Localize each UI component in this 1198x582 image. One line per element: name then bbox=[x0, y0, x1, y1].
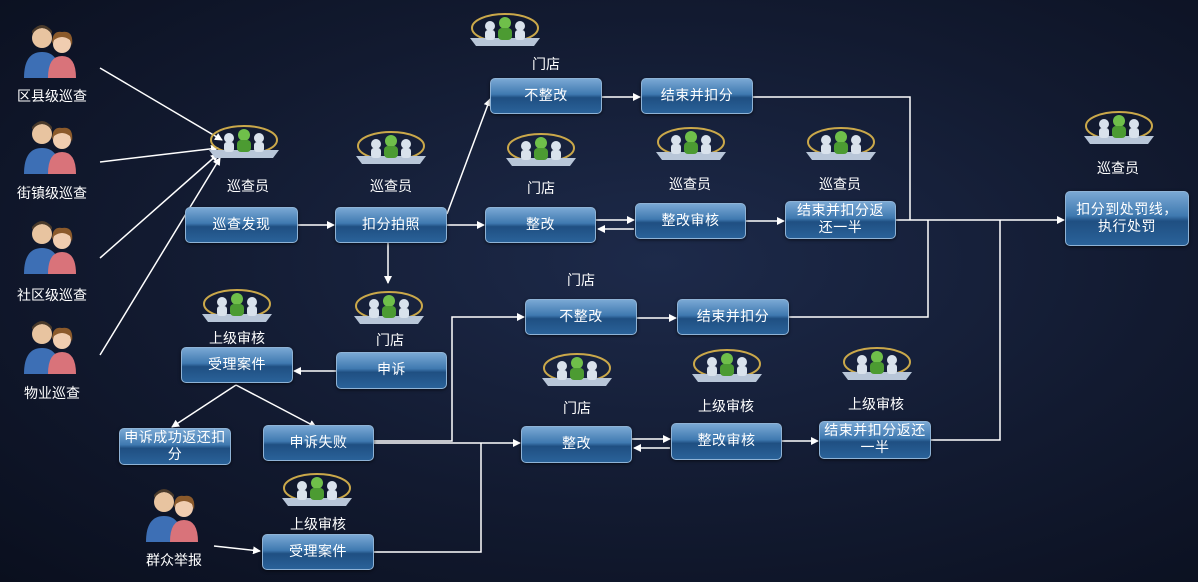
role-label-inspector-3: 巡查员 bbox=[669, 177, 711, 193]
line-end2-to-collector bbox=[789, 220, 929, 318]
line-accept2-to-fix2 bbox=[374, 443, 482, 553]
store-group-icon bbox=[466, 10, 544, 50]
node-appeal[interactable]: 申诉 bbox=[336, 352, 447, 389]
role-label-superior-3: 上级审核 bbox=[848, 397, 904, 413]
line-end1-to-collector bbox=[753, 96, 911, 220]
role-label-inspector-5: 巡查员 bbox=[1097, 161, 1139, 177]
source-label-district: 区县级巡查 bbox=[17, 89, 87, 105]
inspector-group-icon bbox=[652, 124, 730, 164]
inspector-group-icon bbox=[352, 128, 430, 168]
node-accept-case-1[interactable]: 受理案件 bbox=[181, 347, 293, 383]
store-group-icon bbox=[538, 350, 616, 390]
line-half2-to-collector bbox=[931, 220, 1001, 441]
people-icon bbox=[18, 118, 84, 176]
role-label-superior-2: 上级审核 bbox=[698, 399, 754, 415]
superior-group-icon bbox=[278, 470, 356, 510]
people-icon bbox=[18, 218, 84, 276]
arrow-fail-to-nofix2 bbox=[374, 313, 525, 442]
arrow-community-to-inspector bbox=[99, 153, 219, 259]
inspector-group-icon bbox=[205, 122, 283, 162]
source-label-street: 街镇级巡查 bbox=[17, 186, 87, 202]
node-appeal-fail[interactable]: 申诉失败 bbox=[263, 425, 374, 461]
arrow-public-to-accept2 bbox=[213, 545, 261, 555]
source-label-property: 物业巡查 bbox=[24, 386, 80, 402]
node-no-fix-1[interactable]: 不整改 bbox=[490, 78, 602, 114]
role-label-store-4: 门店 bbox=[567, 273, 595, 289]
arrow-district-to-inspector bbox=[99, 67, 223, 141]
node-appeal-success[interactable]: 申诉成功返还扣分 bbox=[119, 428, 231, 465]
arrow-accept1-to-fail bbox=[235, 384, 317, 428]
arrow-street-to-inspector bbox=[99, 144, 219, 163]
role-label-superior-1: 上级审核 bbox=[209, 331, 265, 347]
role-label-inspector-1: 巡查员 bbox=[227, 179, 269, 195]
node-fix-2[interactable]: 整改 bbox=[521, 426, 632, 463]
node-penalty[interactable]: 扣分到处罚线，执行处罚 bbox=[1065, 191, 1189, 246]
node-deduct-photo[interactable]: 扣分拍照 bbox=[335, 207, 447, 243]
node-fix-review-1[interactable]: 整改审核 bbox=[635, 203, 746, 239]
role-label-store-2: 门店 bbox=[527, 181, 555, 197]
node-end-half-1[interactable]: 结束并扣分返还一半 bbox=[785, 201, 896, 239]
source-label-public-report: 群众举报 bbox=[146, 553, 202, 569]
inspector-group-icon bbox=[1080, 108, 1158, 148]
store-group-icon bbox=[350, 288, 428, 328]
node-accept-case-2[interactable]: 受理案件 bbox=[262, 534, 374, 570]
node-fix-review-2[interactable]: 整改审核 bbox=[671, 423, 782, 460]
arrow-photo-to-nofix1 bbox=[446, 98, 492, 215]
role-label-store-1: 门店 bbox=[532, 57, 560, 73]
people-icon bbox=[18, 318, 84, 376]
role-label-inspector-2: 巡查员 bbox=[370, 179, 412, 195]
arrow-accept1-to-success bbox=[171, 384, 237, 428]
superior-group-icon bbox=[198, 286, 276, 326]
people-icon bbox=[18, 22, 84, 80]
role-label-superior-4: 上级审核 bbox=[290, 517, 346, 533]
node-fix-1[interactable]: 整改 bbox=[485, 207, 596, 243]
role-label-inspector-4: 巡查员 bbox=[819, 177, 861, 193]
node-end-half-2[interactable]: 结束并扣分返还一半 bbox=[819, 421, 931, 459]
node-no-fix-2[interactable]: 不整改 bbox=[525, 299, 637, 335]
source-label-community: 社区级巡查 bbox=[17, 288, 87, 304]
superior-group-icon bbox=[688, 346, 766, 386]
node-end-deduct-1[interactable]: 结束并扣分 bbox=[641, 78, 753, 114]
inspector-group-icon bbox=[802, 124, 880, 164]
role-label-store-5: 门店 bbox=[563, 401, 591, 417]
superior-group-icon bbox=[838, 344, 916, 384]
people-icon bbox=[140, 486, 206, 544]
arrow-property-to-inspector bbox=[99, 157, 221, 356]
node-patrol-find[interactable]: 巡查发现 bbox=[185, 207, 298, 243]
store-group-icon bbox=[502, 130, 580, 170]
node-end-deduct-2[interactable]: 结束并扣分 bbox=[677, 299, 789, 335]
role-label-store-3: 门店 bbox=[376, 333, 404, 349]
